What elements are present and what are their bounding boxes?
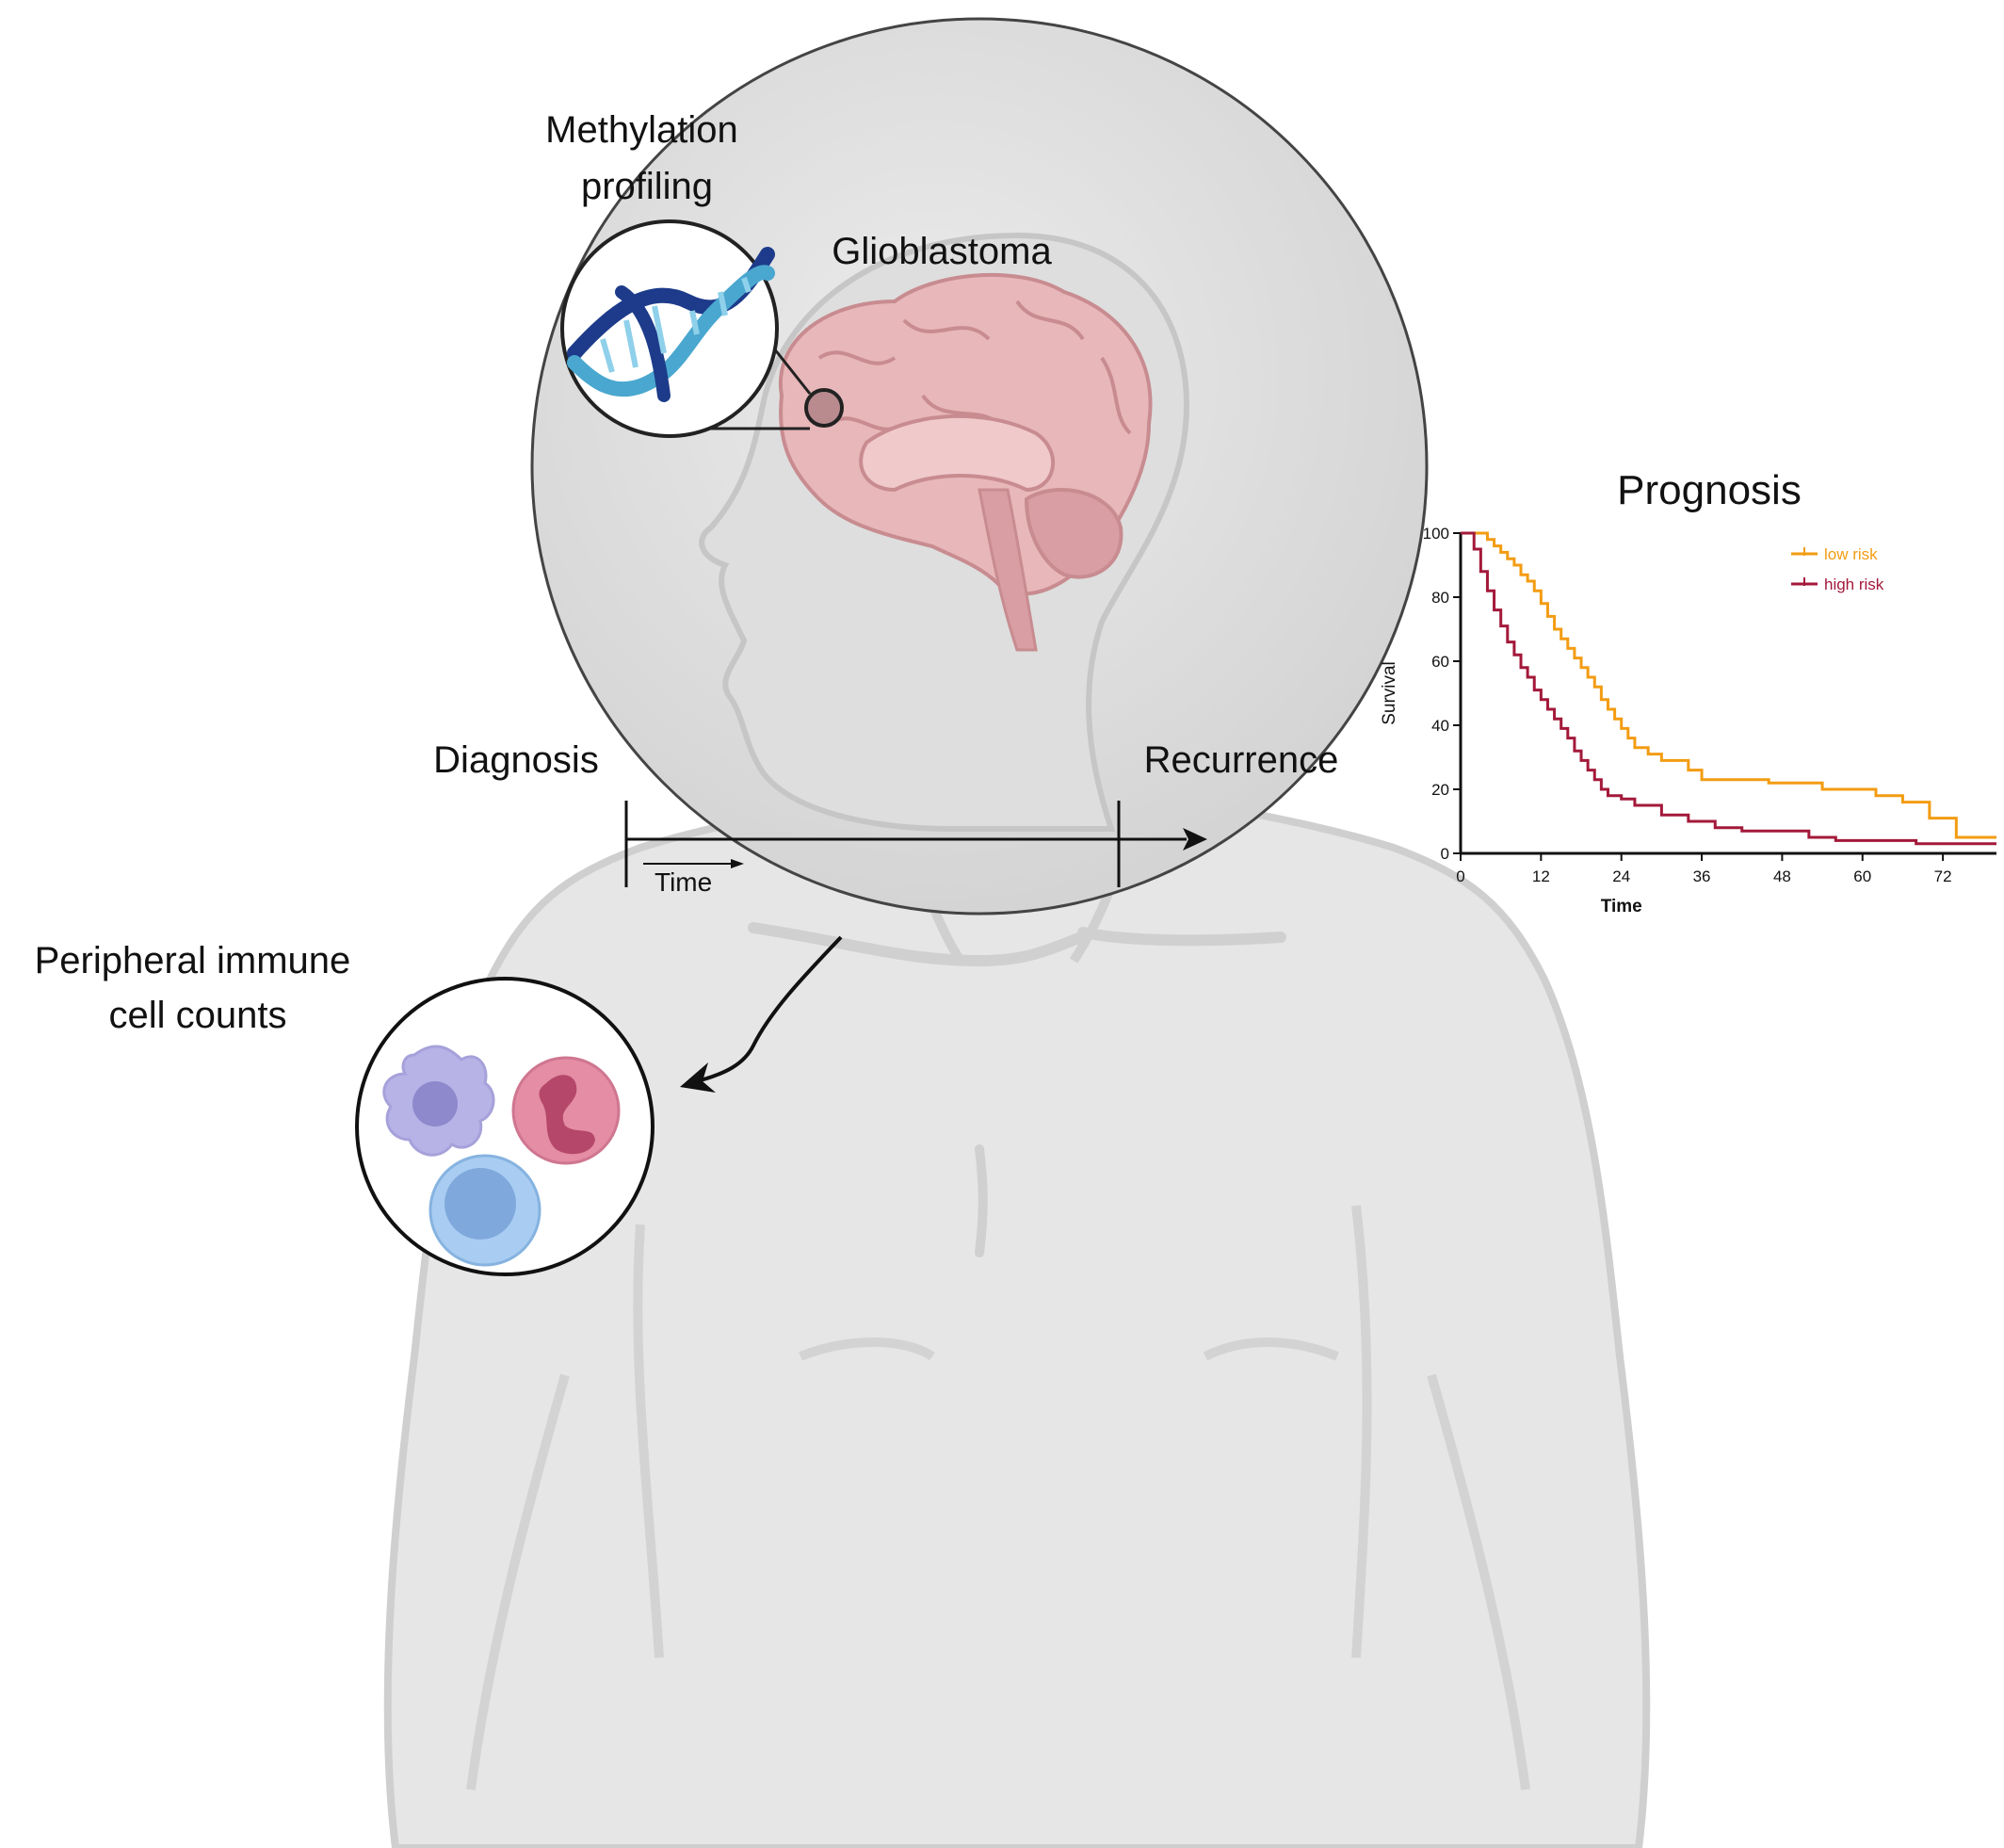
legend-label: high risk bbox=[1824, 575, 1884, 593]
y-tick-label: 80 bbox=[1431, 589, 1449, 607]
x-tick-label: 24 bbox=[1612, 867, 1630, 885]
methylation-line-2: profiling bbox=[581, 166, 713, 207]
head-bubble bbox=[530, 17, 1429, 916]
glioblastoma-label: Glioblastoma bbox=[832, 231, 1052, 272]
x-tick-label: 0 bbox=[1456, 867, 1464, 885]
monocyte-icon bbox=[382, 1045, 495, 1157]
y-axis-title: Survival bbox=[1380, 661, 1399, 725]
y-tick-label: 40 bbox=[1431, 717, 1449, 735]
diagnosis-label: Diagnosis bbox=[433, 739, 599, 781]
dna-icon bbox=[567, 247, 775, 402]
neutrophil-icon bbox=[511, 1056, 621, 1165]
x-tick-label: 72 bbox=[1934, 867, 1952, 885]
y-tick-label: 0 bbox=[1441, 845, 1449, 863]
dna-zoom-circle bbox=[560, 219, 779, 438]
x-tick-label: 48 bbox=[1773, 867, 1791, 885]
brain-icon bbox=[778, 272, 1153, 652]
recurrence-label: Recurrence bbox=[1144, 739, 1339, 781]
immune-arrowhead bbox=[680, 1062, 716, 1093]
series-line-low-risk bbox=[1461, 531, 1996, 839]
time-label: Time bbox=[655, 867, 712, 897]
tumor-spot bbox=[804, 388, 844, 428]
timeline: Time bbox=[624, 801, 1207, 897]
immune-line-2: cell counts bbox=[109, 995, 287, 1036]
immune-counts-label: Peripheral immune cell counts bbox=[35, 940, 362, 1036]
y-tick-label: 20 bbox=[1431, 781, 1449, 799]
x-axis-title: Time bbox=[1601, 897, 1642, 916]
immune-line-1: Peripheral immune bbox=[35, 940, 351, 981]
methylation-line-1: Methylation bbox=[545, 109, 738, 151]
series-line-high-risk bbox=[1461, 531, 1996, 846]
x-tick-label: 36 bbox=[1693, 867, 1711, 885]
x-tick-label: 60 bbox=[1853, 867, 1871, 885]
y-tick-label: 100 bbox=[1423, 525, 1449, 543]
methylation-profiling-label: Methylation profiling bbox=[545, 109, 749, 207]
prognosis-label: Prognosis bbox=[1617, 467, 1802, 513]
y-tick-label: 60 bbox=[1431, 653, 1449, 671]
timeline-arrowhead bbox=[1183, 828, 1207, 851]
lymphocyte-icon bbox=[428, 1154, 541, 1267]
legend-label: low risk bbox=[1824, 545, 1878, 563]
x-tick-label: 12 bbox=[1532, 867, 1550, 885]
immune-cell-circle bbox=[355, 935, 843, 1276]
